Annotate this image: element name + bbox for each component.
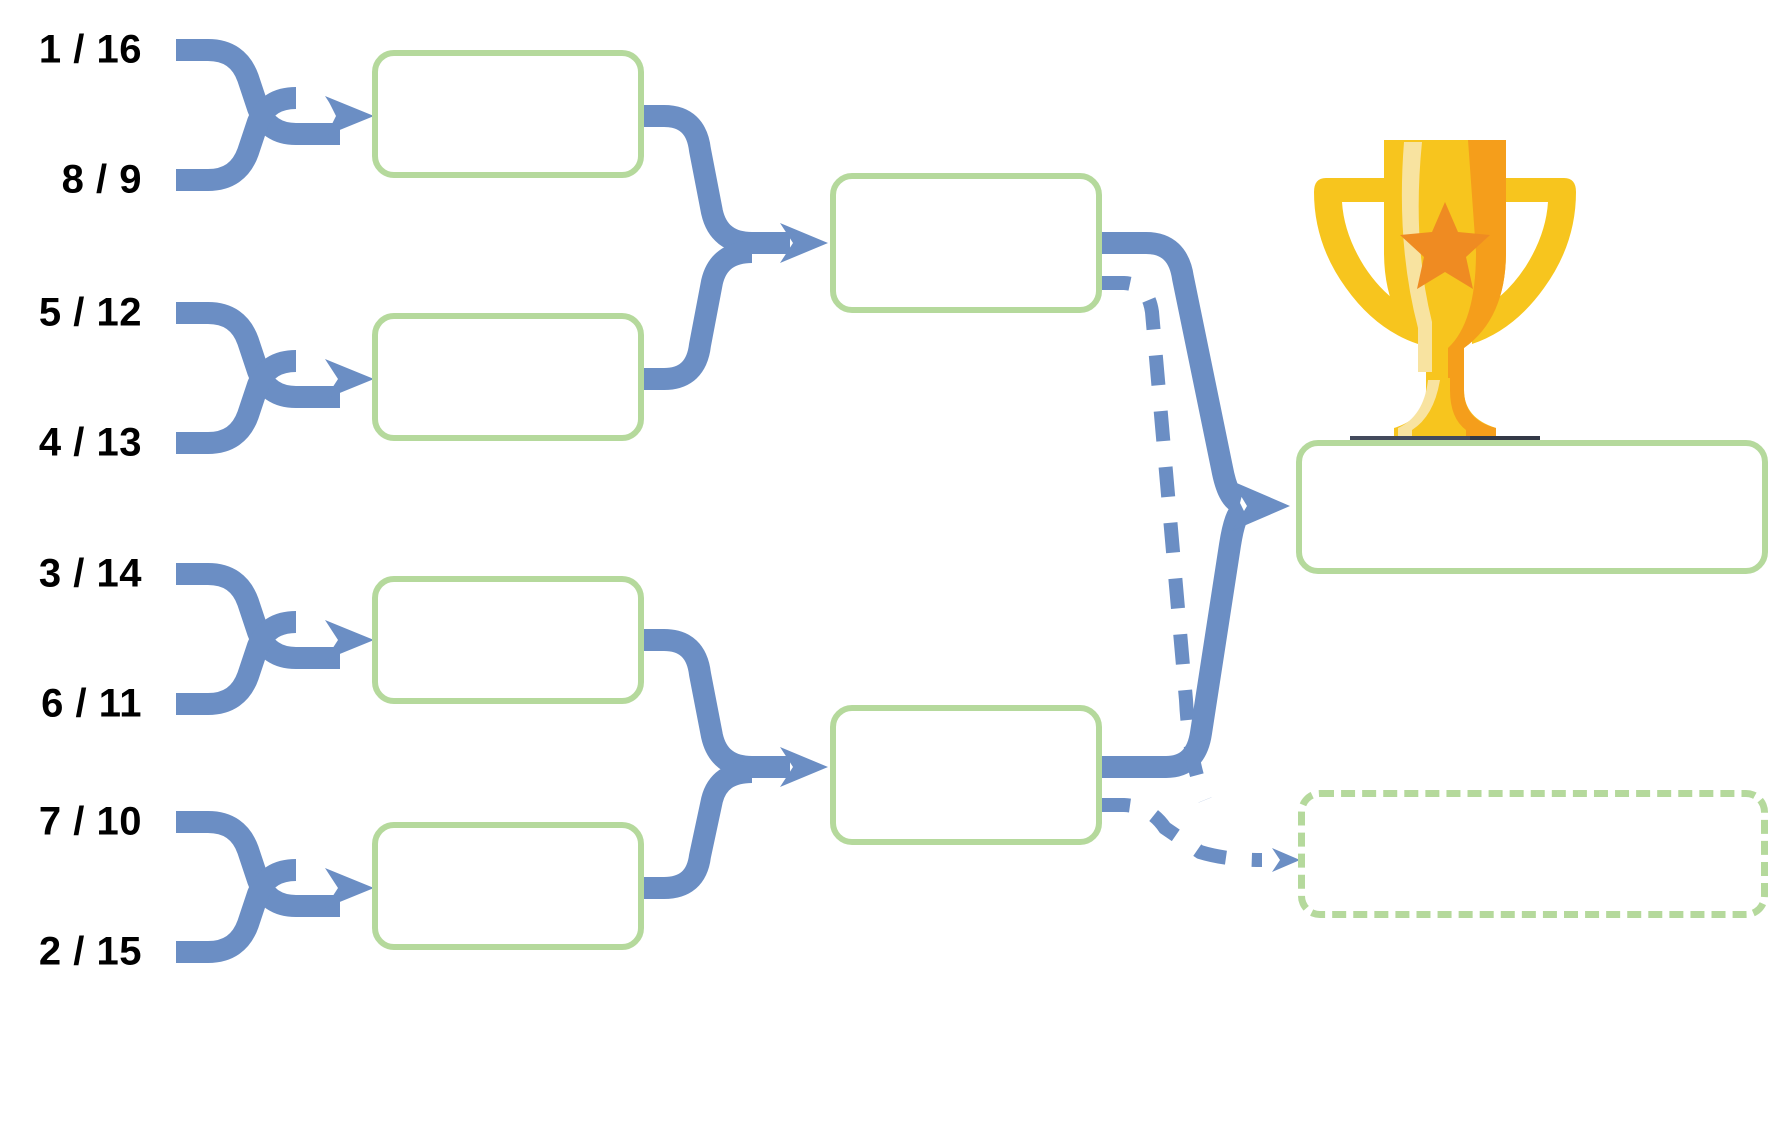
star-icon: [1400, 202, 1490, 289]
connector-merge-r1-3: [176, 563, 374, 715]
seed-pair-3-14: 3 / 14: [38, 551, 142, 596]
match-slot-r16-2[interactable]: [372, 313, 644, 441]
match-slot-semifinal-1[interactable]: [830, 173, 1102, 313]
connector-merge-r1-1: [176, 39, 374, 191]
seed-pair-5-12: 5 / 12: [38, 290, 142, 335]
connector-loser-semi-1: [1100, 276, 1212, 803]
connector-merge-final: [1100, 232, 1290, 778]
connector-merge-r1-2: [176, 302, 374, 454]
seed-pair-4-13: 4 / 13: [38, 420, 142, 465]
match-slot-champion[interactable]: [1296, 440, 1768, 574]
seed-pair-1-16: 1 / 16: [38, 27, 142, 72]
match-slot-r16-3[interactable]: [372, 576, 644, 704]
match-slot-third-place-label: [1305, 797, 1761, 911]
match-slot-r16-3-label: [378, 582, 638, 698]
connector-merge-r1-4: [176, 811, 374, 963]
connector-merge-semi-1: [640, 105, 828, 390]
match-slot-r16-4[interactable]: [372, 822, 644, 950]
match-slot-semifinal-2[interactable]: [830, 705, 1102, 845]
connector-loser-semi-2: [1100, 798, 1300, 872]
seed-pair-6-11: 6 / 11: [41, 681, 142, 726]
match-slot-r16-2-label: [378, 319, 638, 435]
seed-pair-8-9: 8 / 9: [61, 157, 142, 202]
match-slot-r16-1-label: [378, 56, 638, 172]
match-slot-third-place[interactable]: [1298, 790, 1768, 918]
match-slot-semifinal-1-label: [836, 179, 1096, 307]
connector-merge-semi-2: [640, 629, 828, 899]
match-slot-champion-label: [1302, 446, 1762, 568]
seed-pair-7-10: 7 / 10: [38, 799, 142, 844]
match-slot-semifinal-2-label: [836, 711, 1096, 839]
seed-pair-2-15: 2 / 15: [38, 929, 142, 974]
match-slot-r16-4-label: [378, 828, 638, 944]
match-slot-r16-1[interactable]: [372, 50, 644, 178]
